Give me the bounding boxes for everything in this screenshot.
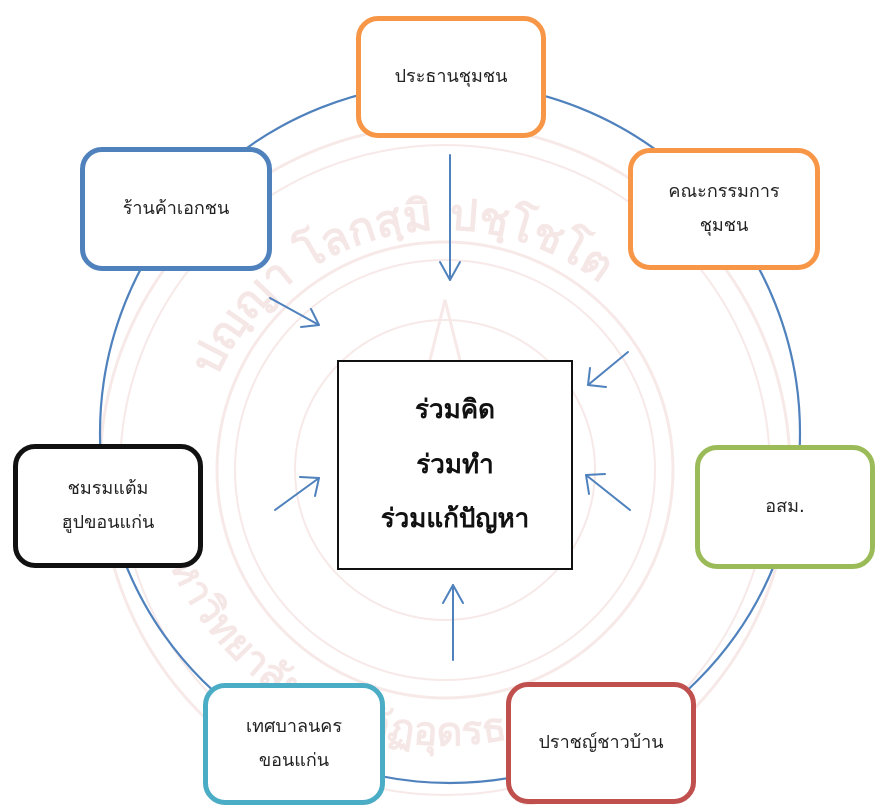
arrow-from-sage (442, 584, 464, 661)
node-club-label-1: ชมรมแต้ม (67, 477, 149, 499)
center-line-1: ร่วมคิด (415, 395, 495, 426)
node-chairman: ประธานชุมชน (356, 16, 546, 138)
node-club-label-2: ฮูปขอนแก่น (61, 512, 155, 533)
node-committee-label-1: คณะกรรมการ (668, 180, 780, 202)
node-sage: ปราชญ์ชาวบ้าน (506, 682, 696, 804)
node-chairman-label: ประธานชุมชน (394, 65, 508, 87)
center-line-2: ร่วมทำ (416, 449, 494, 480)
center-line-3: ร่วมแก้ปัญหา (380, 504, 530, 535)
node-sage-label: ปราชญ์ชาวบ้าน (538, 731, 664, 753)
node-osm-label: อสม. (765, 495, 805, 517)
arrow-from-osm (585, 473, 631, 511)
node-committee-label-2: ชุมชน (699, 215, 749, 236)
arrows (269, 154, 631, 661)
arrow-from-club (274, 476, 320, 511)
node-osm: อสม. (695, 445, 875, 569)
arrow-from-shop (269, 297, 320, 328)
arrow-from-committee (587, 351, 629, 388)
node-shop: ร้านค้าเอกชน (80, 147, 272, 271)
node-municipality-label-2: ขอนแก่น (258, 750, 330, 771)
node-committee: คณะกรรมการ ชุมชน (628, 148, 820, 270)
center-box: ร่วมคิด ร่วมทำ ร่วมแก้ปัญหา (337, 360, 573, 570)
node-shop-label: ร้านค้าเอกชน (122, 197, 230, 219)
arrow-from-chairman (439, 154, 461, 281)
node-club: ชมรมแต้ม ฮูปขอนแก่น (13, 444, 203, 568)
node-municipality: เทศบาลนคร ขอนแก่น (203, 683, 385, 805)
node-municipality-label-1: เทศบาลนคร (245, 715, 343, 737)
